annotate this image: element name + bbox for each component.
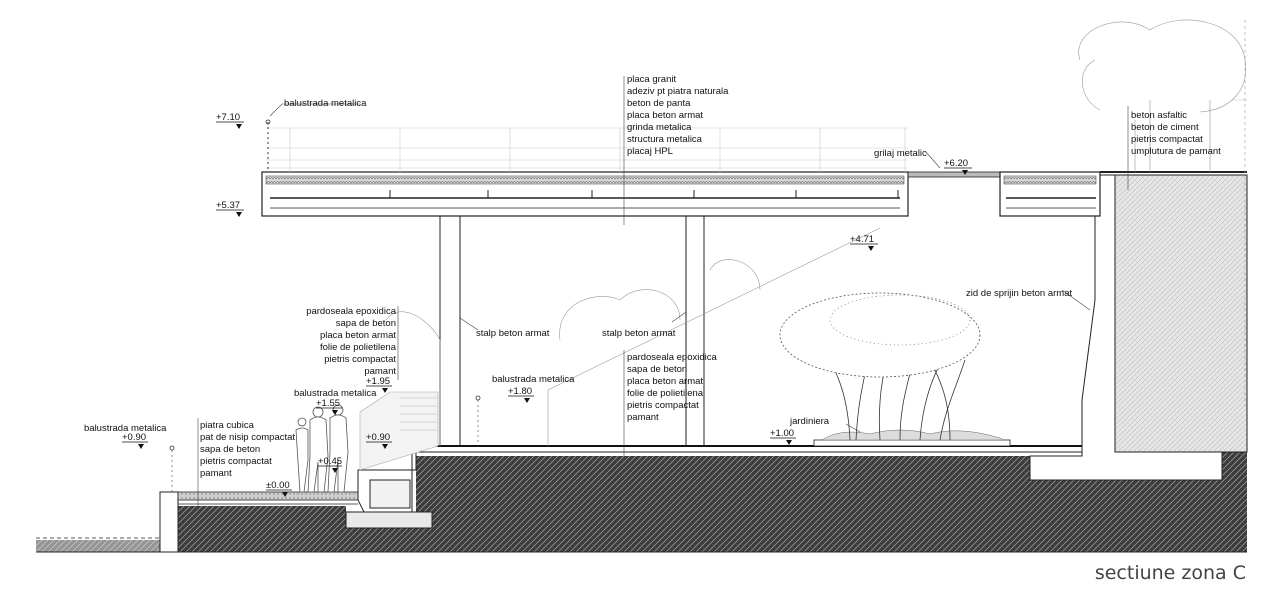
asphalt-layer-2: beton de ciment [1131,122,1199,133]
elevation-7-10: +7.10 [216,112,240,123]
roof-railing [266,127,908,172]
floor-left-5: pietris compactat [324,354,396,365]
ground-left-2: pat de nisip compactat [200,432,295,443]
drawing-title: sectiune zona C [1095,562,1246,584]
elevation-0-90-stair: +0.90 [366,432,390,443]
roof-layer-1: placa granit [627,74,676,85]
roof-layer-6: structura metalica [627,134,703,145]
ground-left-5: pamant [200,468,232,479]
label-grilaj: grilaj metalic [874,148,927,159]
floor-mid-4: folie de polietilena [627,388,704,399]
stair-railing [359,391,439,471]
roof-layer-3: beton de panta [627,98,691,109]
label-jardiniera: jardiniera [789,416,830,427]
label-stalp-1: stalp beton armat [476,328,550,339]
floor-mid-6: pamant [627,412,659,423]
elevation-1-95: +1.95 [366,376,390,387]
floor-mid-2: sapa de beton [627,364,687,375]
ground-left-1: piatra cubica [200,420,255,431]
columns [439,216,705,446]
left-edge-wall [159,491,359,553]
asphalt-layer-1: beton asfaltic [1131,110,1187,121]
roof-canopy [261,171,1101,217]
asphalt-layer-3: pietris compactat [1131,134,1203,145]
ground-left-4: pietris compactat [200,456,272,467]
label-balustrada-top: balustrada metalica [284,98,367,109]
elevation-0-00: ±0.00 [266,480,290,491]
annotations: balustrada metalica placa granit adeziv … [84,74,1221,479]
floor-left-4: folie de polietilena [320,342,397,353]
floor-mid-3: placa beton armat [627,376,703,387]
ground-mass [36,410,1247,553]
elevation-0-90-left: +0.90 [122,432,146,443]
label-balustrada-mid: balustrada metalica [492,374,575,385]
label-balustrada-stair: balustrada metalica [294,388,377,399]
floor-left-3: placa beton armat [320,330,396,341]
elevation-5-37: +5.37 [216,200,240,211]
people [295,404,349,493]
asphalt-layer-4: umplutura de pamant [1131,146,1221,157]
elevation-1-00: +1.00 [770,428,794,439]
label-balustrada-left: balustrada metalica [84,423,167,434]
roof-layer-2: adeziv pt piatra naturala [627,86,729,97]
label-zid: zid de sprijin beton armat [966,288,1072,299]
floor-left-1: pardoseala epoxidica [306,306,397,317]
planter [813,429,1011,447]
retaining-wall [1029,99,1248,481]
trees [779,292,981,441]
elevation-6-20: +6.20 [944,158,968,169]
floor-left-6: pamant [364,366,396,377]
background-outlines [385,19,1247,446]
elevation-4-71: +4.71 [850,234,874,245]
floor-mid-1: pardoseala epoxidica [627,352,718,363]
label-stalp-2: stalp beton armat [602,328,676,339]
floor-left-2: sapa de beton [336,318,396,329]
elevation-1-55: +1.55 [316,398,340,409]
roof-layer-7: placaj HPL [627,146,673,157]
elevation-1-80: +1.80 [508,386,532,397]
ground-left-3: sapa de beton [200,444,260,455]
roof-layer-4: placa beton armat [627,110,703,121]
floor-mid-5: pietris compactat [627,400,699,411]
roof-layer-5: grinda metalica [627,122,692,133]
elevation-0-45: +0.45 [318,456,342,467]
elevation-markers: +7.10 +5.37 +6.20 +4.71 +1.95 +1.55 +0.9… [122,112,972,497]
